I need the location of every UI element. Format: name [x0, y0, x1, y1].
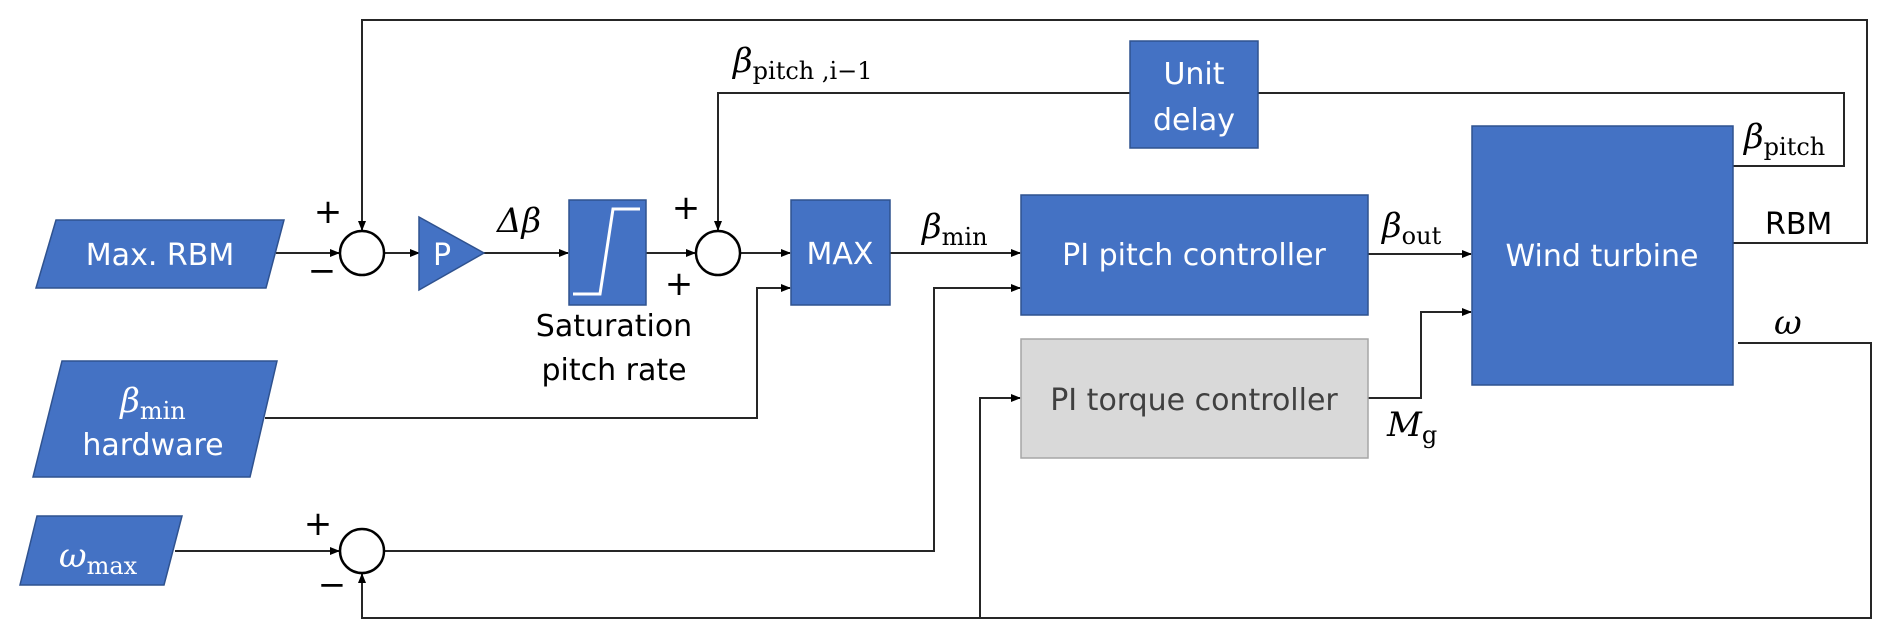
- beta-pitch-prev-label: βpitch ,i−1: [731, 41, 873, 85]
- sum3-plus-sign: +: [304, 504, 333, 544]
- sum-junction-1[interactable]: [338, 229, 386, 277]
- pi-pitch-controller-label: PI pitch controller: [1062, 238, 1326, 273]
- saturation-icon: [573, 207, 640, 296]
- saturation-caption-line2: pitch rate: [541, 353, 686, 388]
- beta-pitch-label: βpitch: [1742, 117, 1825, 161]
- sum2-plus-top-sign: +: [672, 188, 701, 228]
- omega-label: ω: [1774, 303, 1802, 343]
- pi-torque-controller-label: PI torque controller: [1050, 383, 1338, 418]
- mg-label: Mg: [1386, 405, 1437, 449]
- omega-max-label: ωmax: [59, 536, 138, 580]
- wire-sum3-to-pi-pitch: [384, 284, 1021, 552]
- wire-omega-to-pi-torque: [979, 394, 1021, 618]
- input-max-rbm[interactable]: Max. RBM: [34, 219, 285, 289]
- sum1-plus-sign: +: [314, 192, 343, 232]
- gain-block[interactable]: P: [418, 215, 486, 292]
- max-label: MAX: [807, 237, 874, 272]
- wire-pi-torque-to-turbine: [1368, 308, 1472, 399]
- beta-min-hw-symbol: βmin: [118, 381, 186, 425]
- sum-junction-3[interactable]: [338, 527, 386, 575]
- wire-omega-feedback: [358, 342, 1872, 619]
- max-block[interactable]: MAX: [790, 199, 891, 306]
- wind-turbine-block[interactable]: Wind turbine: [1471, 125, 1734, 386]
- wire-rbm-feedback: [358, 19, 1868, 244]
- beta-min-hw-label: hardware: [82, 428, 223, 463]
- unit-delay-line1: Unit: [1163, 57, 1224, 92]
- pi-pitch-controller-block[interactable]: PI pitch controller: [1020, 194, 1369, 316]
- beta-min-label: βmin: [920, 207, 988, 251]
- rbm-label: RBM: [1765, 207, 1832, 242]
- wires: [175, 19, 1872, 619]
- sum3-minus-sign: −: [318, 565, 347, 605]
- sum-junction-2[interactable]: [694, 229, 742, 277]
- wire-beta-min-hw-to-max: [265, 284, 791, 419]
- beta-out-label: βout: [1380, 206, 1442, 250]
- saturation-block[interactable]: [568, 199, 647, 306]
- unit-delay-block[interactable]: Unit delay: [1129, 40, 1259, 149]
- wire-unit-delay-to-sum2: [714, 92, 1130, 231]
- wind-turbine-label: Wind turbine: [1506, 239, 1699, 274]
- saturation-caption-line1: Saturation: [536, 309, 692, 344]
- delta-beta-label: Δβ: [495, 201, 541, 241]
- wire-beta-pitch-feedback: [1258, 92, 1845, 167]
- gain-label: P: [433, 238, 451, 273]
- sum1-minus-sign: −: [308, 251, 337, 291]
- unit-delay-line2: delay: [1153, 103, 1235, 138]
- input-omega-max[interactable]: ωmax: [19, 515, 183, 586]
- input-beta-min-hardware[interactable]: βmin hardware: [32, 360, 278, 478]
- input-max-rbm-label: Max. RBM: [86, 238, 234, 273]
- pi-torque-controller-block[interactable]: PI torque controller: [1020, 338, 1369, 459]
- sum2-plus-bottom-sign: +: [665, 264, 694, 304]
